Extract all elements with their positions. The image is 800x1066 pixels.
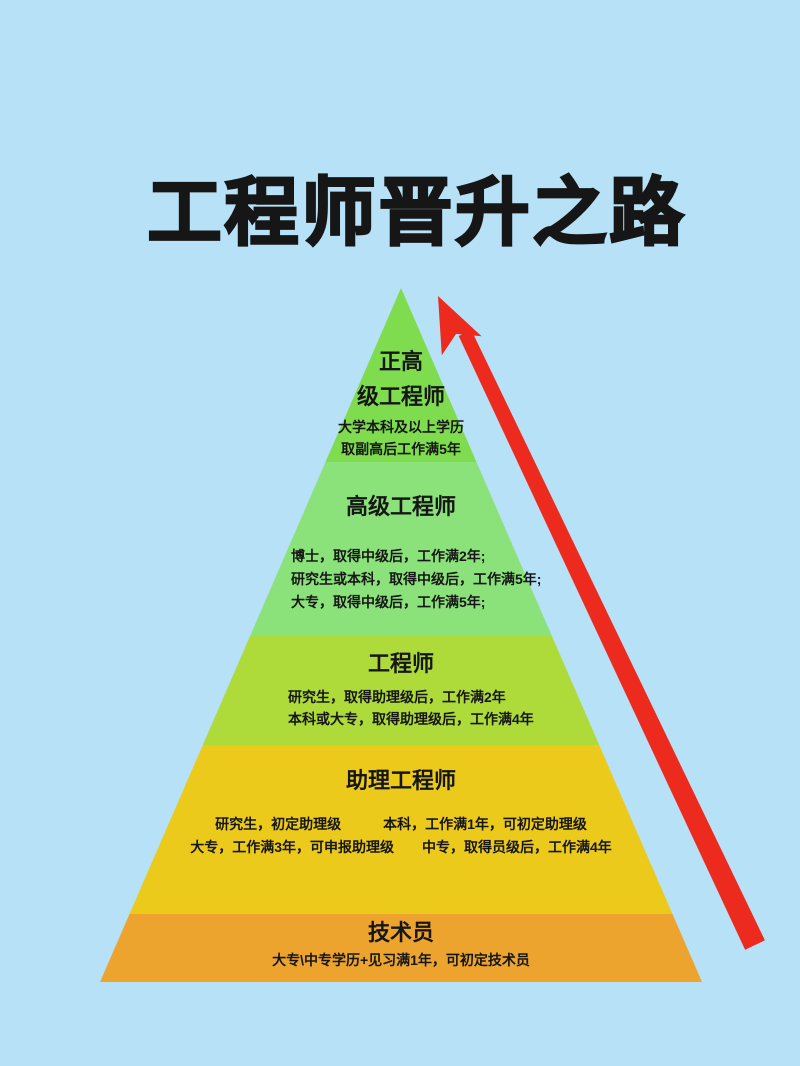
promotion-arrow-icon [438, 296, 765, 950]
level-3-detail-2: 本科或大专，取得助理级后，工作满4年 [288, 711, 534, 727]
level-4-detail-1: 研究生，初定助理级 本科，工作满1年，可初定助理级 [215, 816, 587, 832]
level-2-detail-2: 研究生或本科，取得中级后，工作满5年; [291, 571, 542, 587]
level-3-title: 工程师 [367, 651, 435, 676]
level-4-title: 助理工程师 [345, 768, 457, 793]
pyramid-level-4-shape [129, 745, 673, 914]
arrow-shaft [458, 330, 765, 950]
pyramid-level-3-shape [202, 636, 600, 745]
pyramid-level-2-shape [250, 462, 552, 636]
level-3-detail-1: 研究生，取得助理级后，工作满2年 [288, 689, 506, 705]
pyramid-level-5-shape [100, 914, 702, 982]
level-2-details: 博士，取得中级后，工作满2年; 研究生或本科，取得中级后，工作满5年; 大专，取… [291, 545, 541, 614]
page-title: 工程师晋升之路 [146, 171, 687, 254]
level-4-detail-2: 大专，工作满3年，可申报助理级 中专，取得员级后，工作满4年 [190, 839, 612, 855]
level-2-detail-1: 博士，取得中级后，工作满2年; [291, 548, 486, 564]
level-1-detail-1: 大学本科及以上学历 [338, 419, 464, 435]
level-2-title: 高级工程师 [345, 494, 457, 519]
level-5-detail-1: 大专\中专学历+见习满1年，可初定技术员 [272, 952, 530, 968]
level-1-detail-2: 取副高后工作满5年 [341, 441, 461, 457]
arrow-head [438, 296, 482, 356]
level-5-title: 技术员 [367, 920, 435, 945]
level-2-detail-3: 大专，取得中级后，工作满5年; [291, 594, 486, 610]
level-1-title-line-1: 正高 [378, 349, 424, 374]
level-1-title-line-2: 级工程师 [356, 384, 446, 409]
pyramid-level-1-shape [325, 288, 477, 462]
level-3-details: 研究生，取得助理级后，工作满2年 本科或大专，取得助理级后，工作满4年 [288, 686, 534, 730]
